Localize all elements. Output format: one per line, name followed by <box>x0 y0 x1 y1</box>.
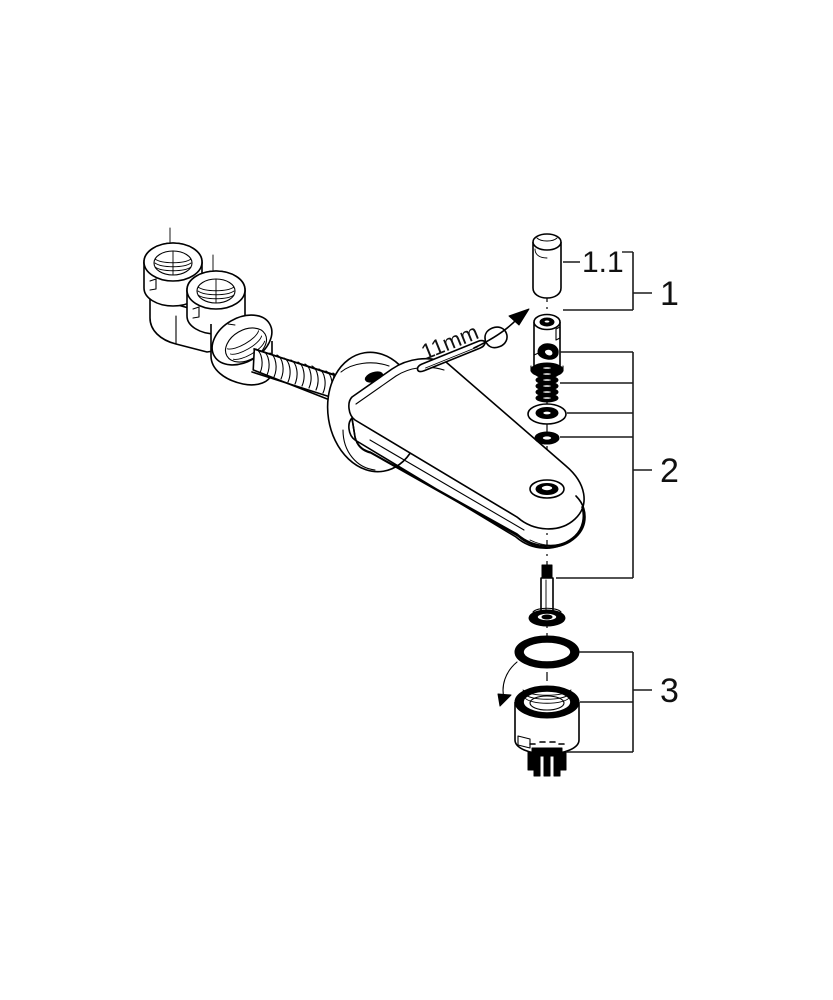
spout-body <box>348 357 586 549</box>
wrench-tool: 11mm <box>416 308 530 373</box>
large-oring <box>497 635 580 707</box>
aerator-housing <box>514 685 580 755</box>
stem-screw <box>528 564 566 627</box>
callout-label-1: 1 <box>660 275 679 313</box>
callout-label-1-1: 1.1 <box>582 246 624 279</box>
large-flat-washer <box>527 403 567 425</box>
retaining-circlip <box>533 343 559 360</box>
small-oring <box>534 431 560 445</box>
bracket-1 <box>563 251 652 311</box>
bracket-3 <box>566 651 652 753</box>
bracket-2 <box>556 351 652 579</box>
aerator-insert <box>527 741 567 777</box>
assembly-arrow <box>473 308 530 349</box>
threaded-shank <box>251 348 349 403</box>
handle-cap <box>532 233 562 299</box>
callout-label-2: 2 <box>660 452 679 490</box>
compression-spring <box>535 363 559 403</box>
callout-label-3: 3 <box>660 672 679 710</box>
